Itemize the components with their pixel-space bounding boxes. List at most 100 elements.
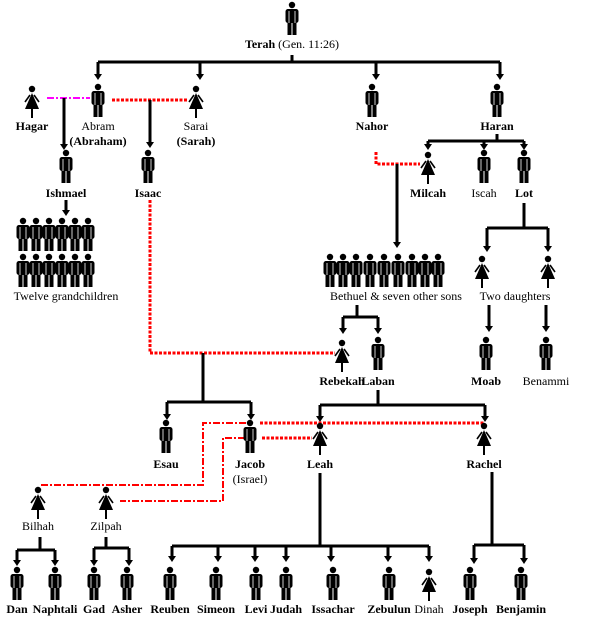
arrow-head-icon — [480, 144, 488, 150]
arrow-head-icon — [393, 242, 401, 248]
male-figure-icon — [463, 566, 477, 601]
male-figure-icon — [91, 83, 105, 118]
arrow-head-icon — [13, 560, 21, 566]
person-naphtali: Naphtali — [33, 566, 78, 616]
person-name: Lot — [515, 186, 533, 200]
person-name: Moab — [471, 374, 501, 388]
male-figure-icon — [159, 419, 173, 454]
male-figure-icon — [42, 253, 56, 288]
male-figure-icon — [539, 336, 553, 371]
person-issachar: Issachar — [311, 566, 355, 616]
male-figure-icon — [16, 253, 30, 288]
male-figure-icon — [517, 149, 531, 184]
male-figure-icon — [349, 253, 363, 288]
arrow-head-icon — [544, 246, 552, 252]
arrow-head-icon — [90, 560, 98, 566]
person-dinah: Dinah — [414, 567, 444, 616]
person-name: Zilpah — [90, 519, 121, 533]
male-figure-icon — [371, 336, 385, 371]
person-name: Laban — [361, 374, 395, 388]
marriage-line — [374, 152, 420, 166]
person-name: Jacob — [235, 457, 265, 471]
person-name: Esau — [153, 457, 179, 471]
arrow-head-icon — [94, 74, 102, 80]
male-figure-icon — [59, 149, 73, 184]
arrow-head-icon — [214, 556, 222, 562]
person-lot: Lot — [515, 149, 533, 200]
person-name: Isaac — [135, 186, 162, 200]
person-name: Rebekah — [319, 374, 365, 388]
male-figure-icon — [514, 566, 528, 601]
male-figure-icon — [479, 336, 493, 371]
arrow-head-icon — [163, 414, 171, 420]
person-name: Terah — [245, 37, 276, 51]
male-figure-icon — [249, 566, 263, 601]
arrow-head-icon — [425, 556, 433, 562]
person-terah: Terah(Gen. 11:26) — [245, 1, 339, 51]
male-figure-icon — [490, 83, 504, 118]
person-name: Joseph — [452, 602, 488, 616]
person-sarai: Sarai(Sarah) — [177, 85, 215, 148]
arrow-head-icon — [483, 246, 491, 252]
person-name: Asher — [112, 602, 143, 616]
female-figure-icon — [476, 421, 492, 456]
male-figure-icon — [209, 566, 223, 601]
person-name: Leah — [307, 457, 333, 471]
person-name: Ishmael — [46, 186, 87, 200]
person-name: Haran — [480, 119, 514, 133]
arrow-head-icon — [251, 556, 259, 562]
person-simeon: Simeon — [197, 566, 235, 616]
person-esau: Esau — [153, 419, 179, 471]
male-figure-icon — [279, 566, 293, 601]
group-daughters: Two daughters — [474, 255, 556, 303]
person-name: Milcah — [410, 186, 446, 200]
person-figures: Terah(Gen. 11:26) Hagar Abram(Abraham) Sara… — [6, 1, 570, 616]
female-figure-icon — [540, 255, 556, 289]
female-figure-icon — [334, 338, 350, 373]
person-name: Naphtali — [33, 602, 78, 616]
person-joseph: Joseph — [452, 566, 488, 616]
person-milcah: Milcah — [410, 151, 446, 200]
male-figure-icon — [285, 1, 299, 36]
person-name: Judah — [270, 602, 302, 616]
male-figure-icon — [336, 253, 350, 288]
male-figure-icon — [326, 566, 340, 601]
group-label: Two daughters — [480, 289, 551, 303]
female-figure-icon — [98, 485, 114, 520]
person-iscah: Iscah — [471, 149, 497, 200]
person-name: Simeon — [197, 602, 235, 616]
female-figure-icon — [24, 85, 40, 119]
person-name: Dinah — [414, 602, 443, 616]
male-figure-icon — [391, 253, 405, 288]
arrow-head-icon — [542, 326, 550, 332]
arrow-head-icon — [168, 556, 176, 562]
person-name: Nahor — [356, 119, 389, 133]
person-name: Sarai — [184, 119, 209, 133]
male-figure-icon — [418, 253, 432, 288]
person-bilhah: Bilhah — [22, 485, 54, 533]
person-reference: (Gen. 11:26) — [278, 37, 339, 51]
person-laban: Laban — [361, 336, 395, 388]
female-figure-icon — [188, 85, 204, 119]
arrow-head-icon — [125, 560, 133, 566]
arrow-head-icon — [481, 416, 489, 422]
person-name: Gad — [83, 602, 105, 616]
female-figure-icon — [421, 567, 437, 602]
arrow-head-icon — [520, 558, 528, 564]
male-figure-icon — [323, 253, 337, 288]
arrow-head-icon — [62, 210, 70, 216]
arrow-head-icon — [60, 144, 68, 150]
male-figure-icon — [87, 566, 101, 601]
person-nahor: Nahor — [356, 83, 389, 133]
male-figure-icon — [141, 149, 155, 184]
person-abram: Abram(Abraham) — [69, 83, 127, 148]
person-judah: Judah — [270, 566, 302, 616]
arrow-head-icon — [316, 416, 324, 422]
male-figure-icon — [365, 83, 379, 118]
person-hagar: Hagar — [16, 85, 49, 133]
male-figure-icon — [382, 566, 396, 601]
person-name: Reuben — [150, 602, 190, 616]
person-haran: Haran — [480, 83, 514, 133]
person-name: Benammi — [523, 374, 570, 388]
